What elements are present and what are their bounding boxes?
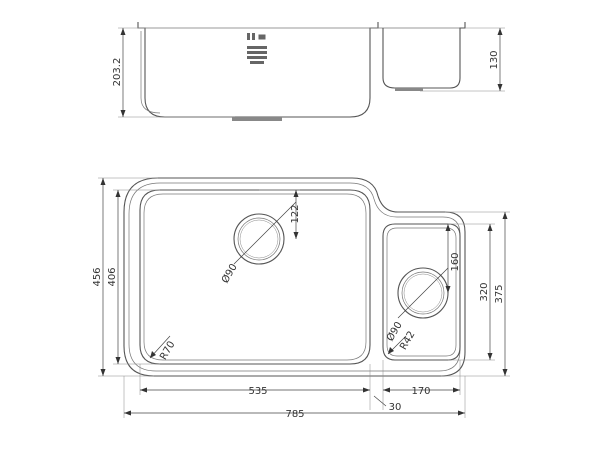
- side-view: 203.2 130: [112, 22, 505, 121]
- dim-small-bowl-depth-inner: 320: [479, 282, 490, 301]
- plan-main-bowl: [139, 189, 371, 365]
- small-waste-outlet: [397, 267, 449, 319]
- plan-view: R70 R42 Ø90 Ø90 122 160 456 406: [92, 177, 510, 420]
- side-view-main-bowl: [137, 22, 379, 118]
- dim-main-bowl-depth-plan: 406: [107, 267, 118, 286]
- dim-small-bowl-depth-outer: 375: [494, 284, 505, 303]
- side-view-main-waste: [232, 117, 282, 121]
- label-main-waste-diameter: Ø90: [219, 262, 240, 286]
- main-waste-outlet: [233, 201, 297, 265]
- dim-small-bowl-width: 170: [411, 386, 430, 397]
- dim-small-waste-offset: 160: [450, 252, 461, 271]
- plan-main-bowl-inner: [143, 193, 367, 361]
- label-small-corner-radius: R42: [398, 329, 417, 352]
- dim-main-bowl-depth: 203.2: [112, 58, 123, 87]
- side-view-small-waste: [395, 88, 423, 91]
- side-view-main-bowl-inner: [140, 31, 161, 114]
- label-main-corner-radius: R70: [158, 339, 177, 362]
- dim-divider-width: 30: [389, 402, 402, 413]
- dim-main-bowl-width: 535: [248, 386, 267, 397]
- side-view-small-bowl: [382, 22, 466, 89]
- plan-small-bowl-inner: [386, 227, 457, 357]
- dim-small-bowl-depth: 130: [489, 50, 500, 69]
- plan-outer-outline: [123, 177, 466, 377]
- dim-main-waste-offset: 122: [290, 204, 301, 223]
- side-view-grate: [247, 33, 267, 64]
- dim-overall-depth: 456: [92, 267, 103, 286]
- dim-overall-width: 785: [285, 409, 304, 420]
